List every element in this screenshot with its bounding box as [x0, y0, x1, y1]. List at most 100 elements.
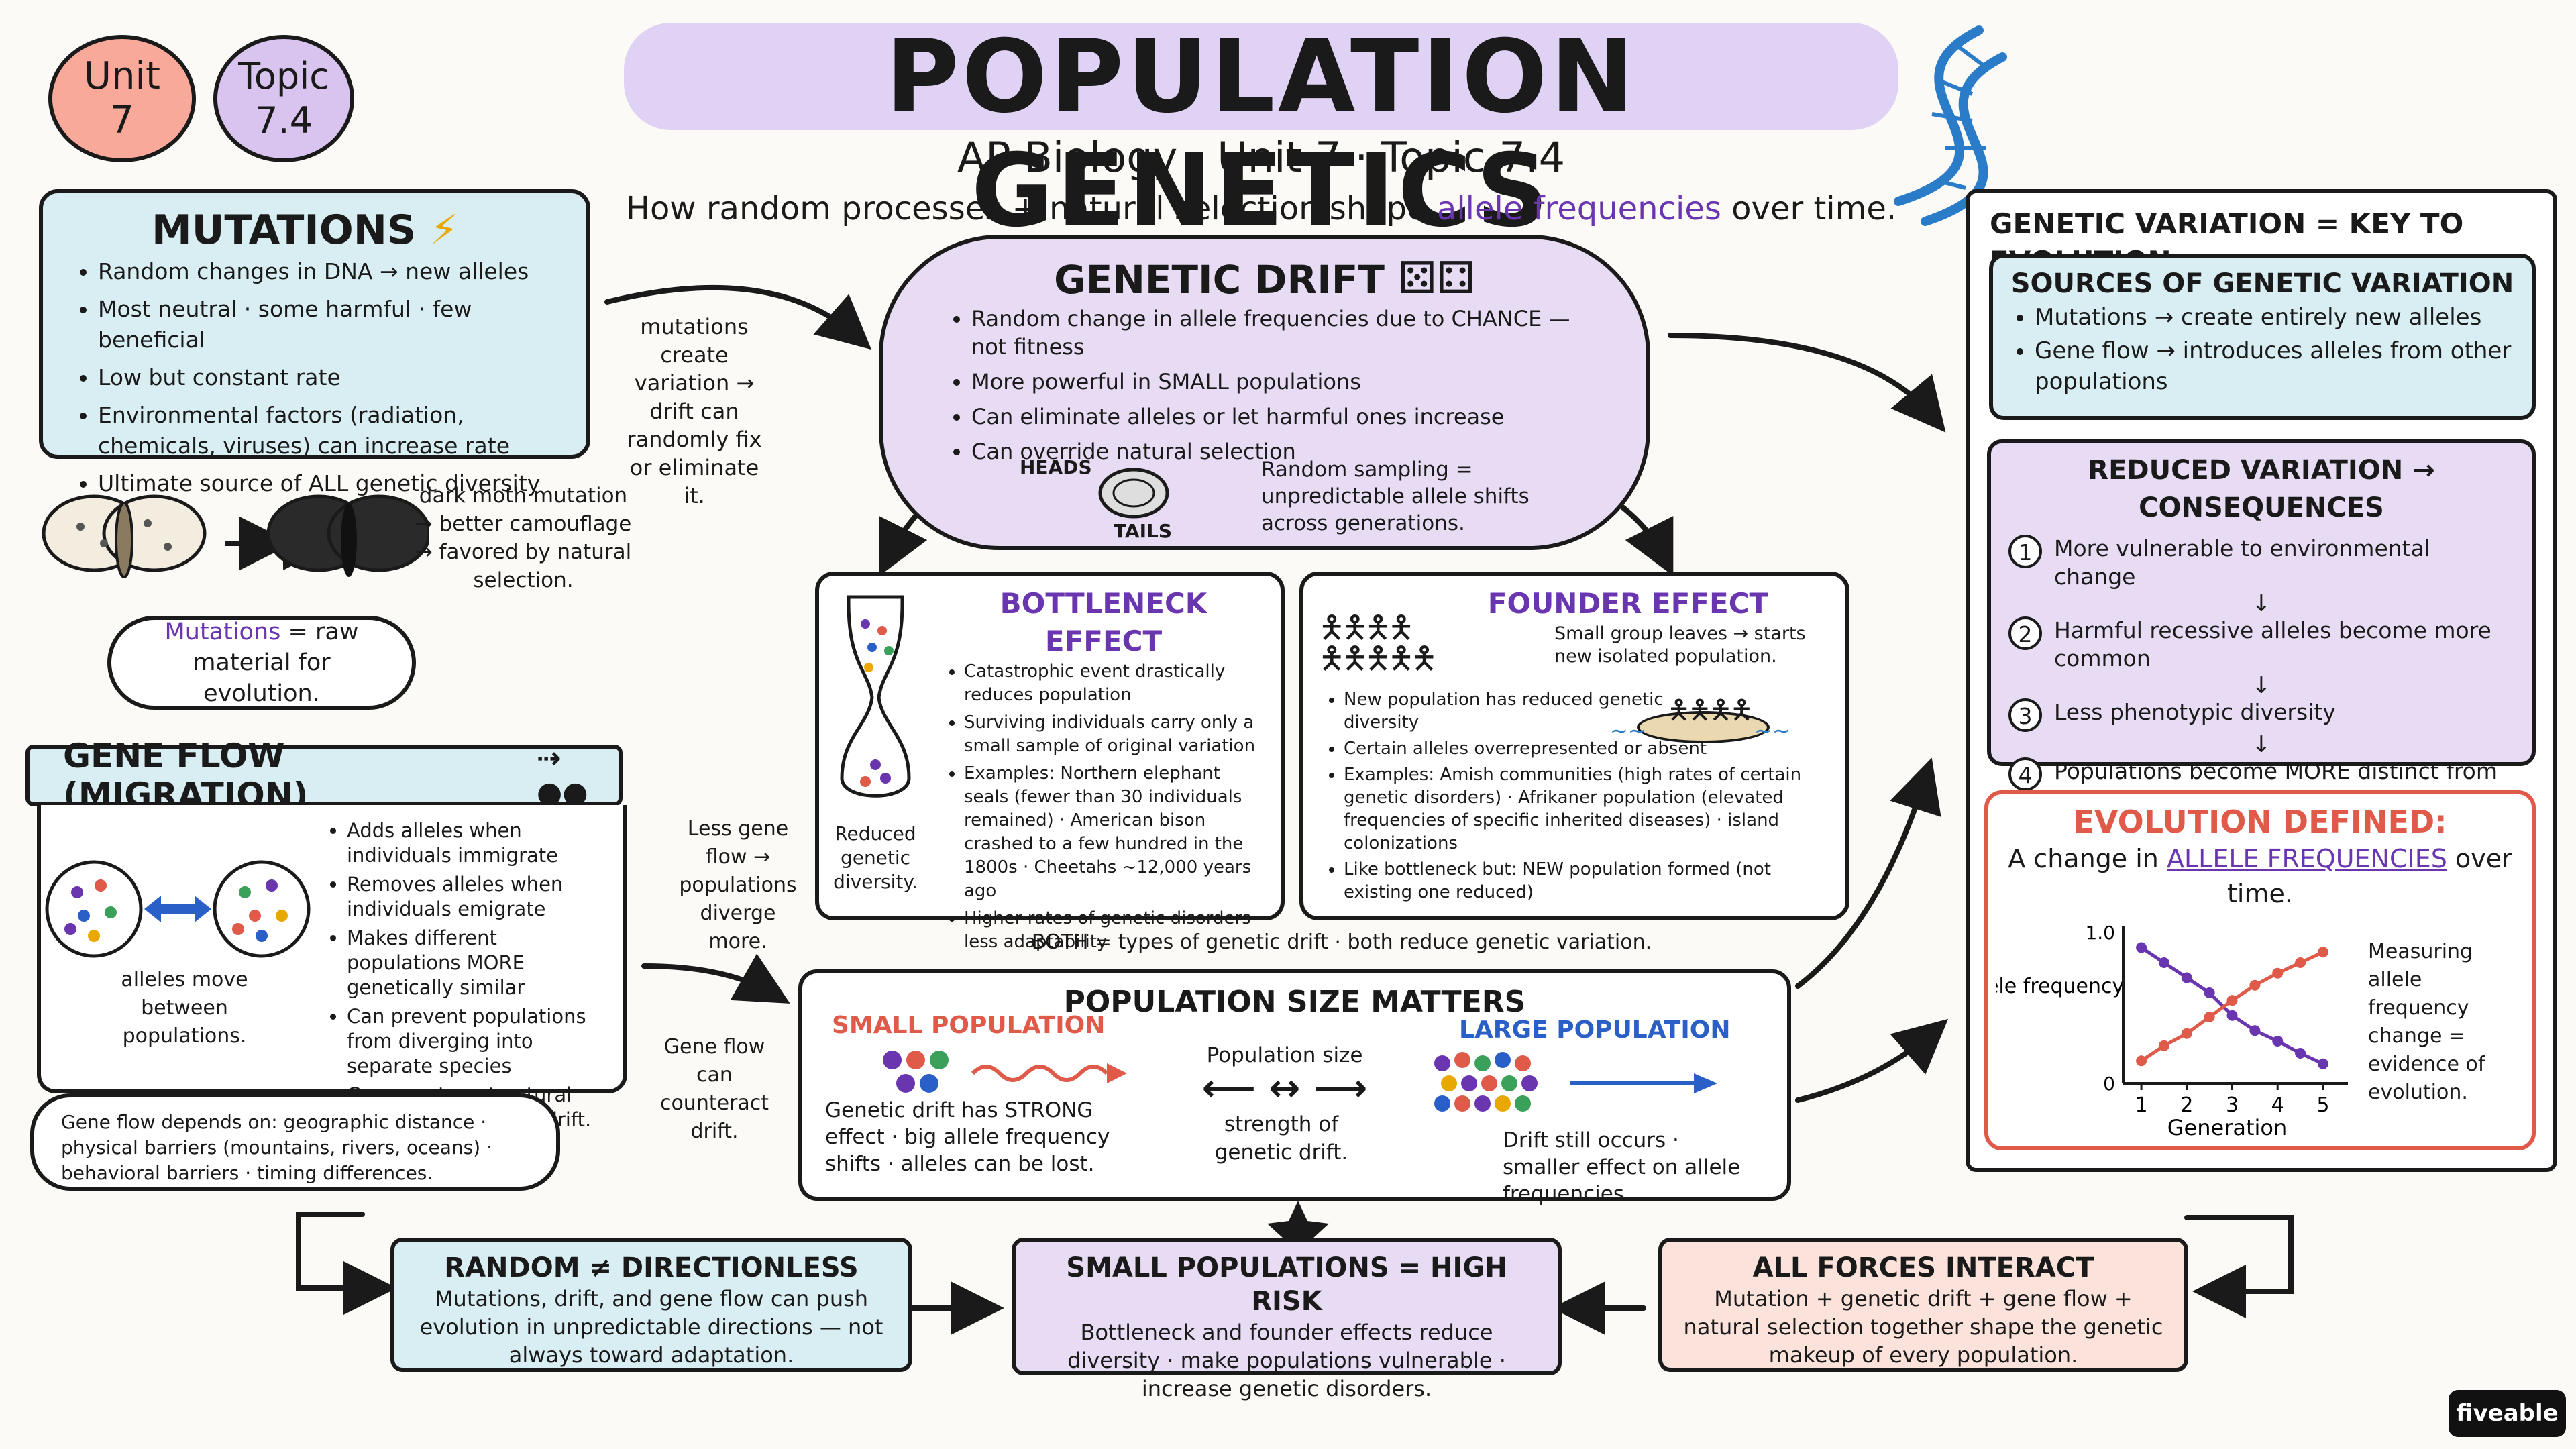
- chart-point: [2317, 947, 2328, 958]
- topic-badge-label: Topic 7.4: [238, 55, 329, 142]
- bottleneck-item: Higher rates of genetic disorders · less…: [964, 907, 1267, 954]
- founder-list: New population has reduced genetic diver…: [1320, 688, 1829, 904]
- mutations-box: MUTATIONS ⚡ Random changes in DNA → new …: [39, 189, 590, 496]
- chart-point: [2136, 942, 2147, 953]
- moth-note: dark moth mutation → better camouflage →…: [415, 484, 632, 592]
- chart-point: [2226, 1010, 2238, 1021]
- chart-point: [2272, 967, 2284, 979]
- page-tagline: How random processes + natural selection…: [604, 188, 1919, 229]
- number-1-icon: 1: [2008, 535, 2042, 568]
- chart-x-tick-label: 5: [2316, 1093, 2329, 1117]
- chart-x-tick-label: 1: [2135, 1093, 2148, 1117]
- lightning-icon: ⚡: [430, 207, 459, 254]
- large-population-title: LARGE POPULATION: [1459, 1016, 1731, 1044]
- coin-heads-label: HEADS: [1020, 456, 1092, 478]
- light-moth-icon: [42, 494, 207, 578]
- gene-flow-banner: GENE FLOW (MIGRATION) ⇢ ●●: [25, 737, 623, 814]
- chart-y-tick-label: 0: [2103, 1073, 2115, 1095]
- less-gene-flow-note: Less gene flow → populations diverge mor…: [679, 817, 797, 953]
- island-icon: 🯅🯅🯅🯅 ∼∼ ∼∼: [1610, 695, 1790, 743]
- forces-text: Mutation + genetic drift + gene flow + n…: [1683, 1286, 2163, 1368]
- number-4-icon: 4: [2008, 757, 2042, 791]
- mutation-item: Most neutral · some harmful · few benefi…: [98, 294, 566, 356]
- mutation-item: Random changes in DNA → new alleles: [98, 256, 566, 287]
- dice-icon: ⚄⚃: [1398, 252, 1475, 304]
- down-arrow-icon: ↓: [2251, 731, 2271, 758]
- chart-point: [2158, 957, 2169, 968]
- chart-point: [2204, 987, 2215, 998]
- population-size-title: POPULATION SIZE MATTERS: [1063, 985, 1526, 1019]
- mutations-list: Random changes in DNA → new alleles Most…: [63, 256, 566, 499]
- coin-icon: [1098, 468, 1169, 519]
- gene-flow-item: Makes different populations MORE genetic…: [347, 926, 610, 1000]
- bottleneck-title: BOTTLENECK EFFECT: [1000, 587, 1208, 657]
- brand-label: fiveable: [2456, 1400, 2559, 1427]
- random-directionless-box: RANDOM ≠ DIRECTIONLESS Mutations, drift,…: [390, 1238, 912, 1372]
- forces-title: ALL FORCES INTERACT: [1752, 1252, 2094, 1283]
- page-subtitle: AP Biology · Unit 7 · Topic 7.4: [957, 133, 1566, 182]
- risk-title: SMALL POPULATIONS = HIGH RISK: [1066, 1252, 1507, 1317]
- unit-badge: Unit 7: [48, 35, 196, 162]
- chart-xlabel: Generation: [2167, 1115, 2288, 1140]
- founder-box: FOUNDER EFFECT Small group leaves → star…: [1299, 572, 1849, 920]
- large-population-icon: [1434, 1052, 1717, 1112]
- bottleneck-item: Catastrophic event drastically reduces p…: [964, 660, 1267, 707]
- small-population-title: SMALL POPULATION: [832, 1012, 1106, 1039]
- sources-list: Mutations → create entirely new alleles …: [2010, 302, 2514, 397]
- chart-point: [2136, 1055, 2147, 1067]
- bubble-highlight: Mutations: [164, 619, 281, 645]
- chart-point: [2272, 1036, 2284, 1046]
- chart-point: [2181, 1028, 2192, 1039]
- population-size-label: Population size: [1206, 1043, 1363, 1067]
- chart-ylabel: Allele frequency: [1996, 975, 2124, 998]
- chart-x-tick-label: 2: [2180, 1093, 2193, 1117]
- chart-point: [2249, 1025, 2261, 1036]
- consequences-title: REDUCED VARIATION → CONSEQUENCES: [2088, 455, 2435, 523]
- gene-flow-title: GENE FLOW (MIGRATION): [63, 737, 309, 814]
- source-item: Mutations → create entirely new alleles: [2035, 302, 2514, 333]
- random-text: Mutations, drift, and gene flow can push…: [419, 1286, 883, 1368]
- tagline-post: over time.: [1731, 190, 1897, 227]
- number-2-icon: 2: [2008, 616, 2042, 650]
- page-title: POPULATION GENETICS: [885, 19, 1638, 250]
- footprints-icon: ⇢ ●●: [536, 741, 588, 810]
- bottle-icon: [840, 595, 911, 798]
- evolution-definition: A change in ALLELE FREQUENCIES over time…: [2008, 844, 2512, 908]
- number-3-icon: 3: [2008, 698, 2042, 732]
- chart-point: [2249, 979, 2261, 991]
- sampling-note: Random sampling = unpredictable allele s…: [1261, 458, 1529, 535]
- gene-flow-item: Can prevent populations from diverging i…: [347, 1004, 610, 1079]
- genetic-drift-cloud: GENETIC DRIFT ⚄⚃ Random change in allele…: [879, 235, 1650, 550]
- coin-tails-label: TAILS: [1114, 520, 1173, 542]
- founder-item: Certain alleles overrepresented or absen…: [1344, 737, 1829, 760]
- small-populations-risk-box: SMALL POPULATIONS = HIGH RISK Bottleneck…: [1012, 1238, 1562, 1401]
- bubble-text: = raw material for evolution.: [193, 619, 359, 707]
- consequence-item: 3 Less phenotypic diversity: [2008, 698, 2514, 732]
- evolution-defined-box: EVOLUTION DEFINED: A change in ALLELE FR…: [1984, 790, 2536, 1150]
- fiveable-logo[interactable]: fiveable: [2449, 1390, 2566, 1437]
- founder-title: FOUNDER EFFECT: [1487, 587, 1769, 620]
- people-group-icon: 🯅🯅🯅🯅🯅🯅🯅🯅🯅: [1318, 609, 1438, 676]
- tagline-pre: How random processes + natural selection…: [625, 190, 1427, 227]
- gene-flow-list: Adds alleles when individuals immigrate …: [323, 818, 610, 1132]
- chart-point: [2181, 972, 2192, 983]
- unit-badge-label: Unit 7: [84, 54, 160, 142]
- bottleneck-item: Examples: Northern elephant seals (fewer…: [964, 762, 1267, 903]
- gene-flow-bubble: Gene flow depends on: geographic distanc…: [30, 1093, 560, 1191]
- genetic-drift-title: GENETIC DRIFT ⚄⚃: [1054, 252, 1475, 304]
- consequence-item: 2 Harmful recessive alleles become more …: [2008, 616, 2514, 673]
- drift-item: Can override natural selection: [971, 437, 1593, 466]
- drift-list: Random change in allele frequencies due …: [936, 305, 1593, 466]
- forces-interact-box: ALL FORCES INTERACT Mutation + genetic d…: [1658, 1238, 2188, 1372]
- small-population-icon: [883, 1051, 1127, 1093]
- chart-x-tick-label: 3: [2226, 1093, 2239, 1117]
- drift-strength-label: strength of genetic drift.: [1214, 1112, 1348, 1165]
- consequences-box: REDUCED VARIATION → CONSEQUENCES 1 More …: [1987, 439, 2536, 812]
- random-title: RANDOM ≠ DIRECTIONLESS: [444, 1252, 859, 1283]
- gene-flow-item: Adds alleles when individuals immigrate: [347, 818, 610, 868]
- chart-point: [2204, 1012, 2215, 1022]
- mutations-title: MUTATIONS ⚡: [152, 207, 459, 254]
- moth-illustration: [42, 494, 429, 578]
- small-population-text: Genetic drift has STRONG effect · big al…: [825, 1098, 1110, 1176]
